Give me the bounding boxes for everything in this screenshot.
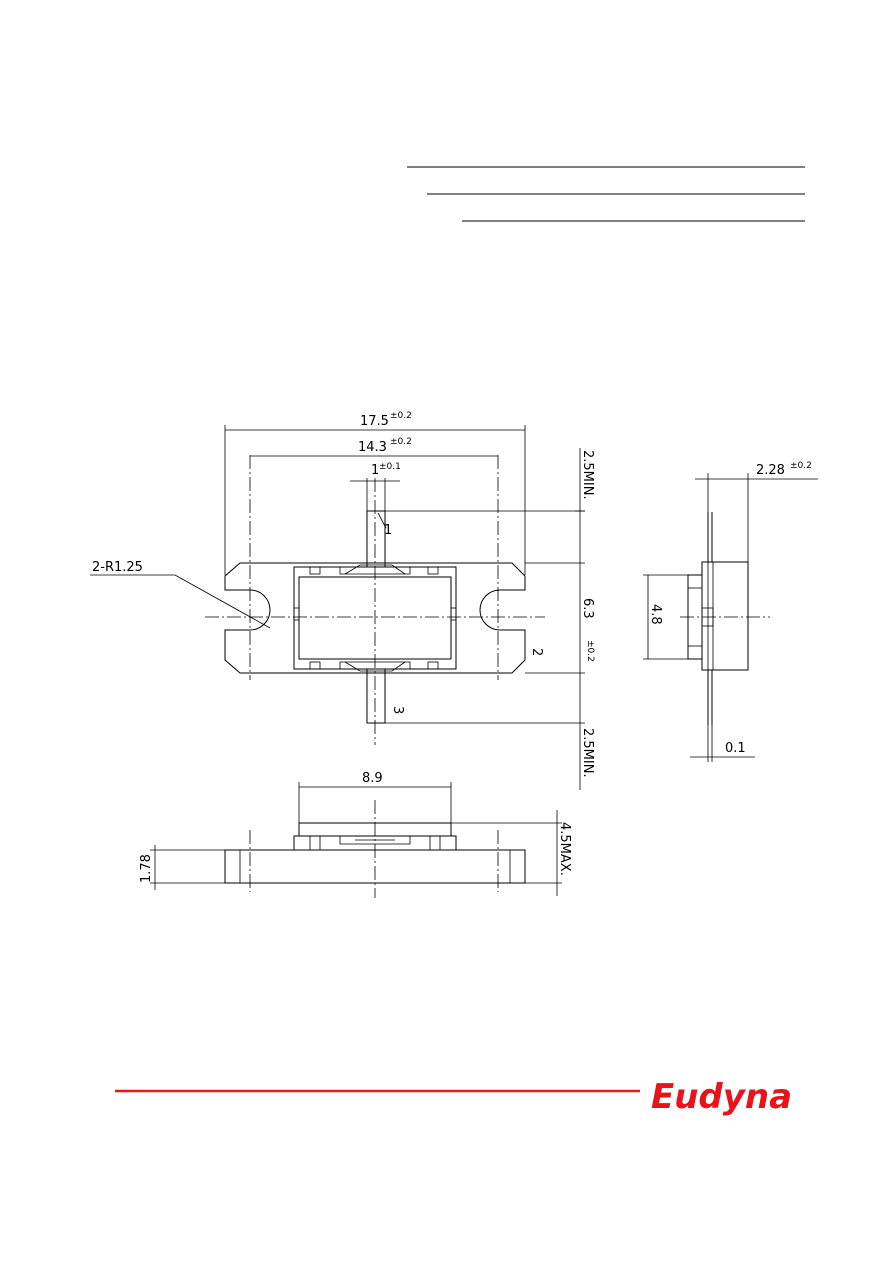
dim-body-width: 6.3 (580, 598, 595, 619)
pin-label-1: 1 (384, 523, 392, 538)
dim-side-thickness: 2.28 (756, 463, 785, 478)
dim-lead-thickness: 0.1 (725, 741, 746, 756)
pin-label-2: 2 (529, 648, 544, 656)
footer: Eudyna (115, 1077, 792, 1117)
top-view: 17.5 ±0.2 14.3 ±0.2 1 ±0.1 2.5MIN. 6.3 ±… (90, 411, 595, 790)
dim-max-height: 4.5MAX. (557, 822, 572, 876)
lead-top (366, 510, 386, 568)
dim-body-width-tol: ±0.2 (585, 640, 595, 662)
dim-overall-length-tol: ±0.2 (390, 411, 412, 421)
dim-cap-width: 8.9 (362, 771, 383, 786)
lead-bottom (366, 668, 386, 724)
flange-outline (224, 562, 526, 674)
side-view: 2.28 ±0.2 4.8 0.1 (643, 461, 818, 762)
header-rules (407, 166, 805, 222)
dim-lead-width: 1 (371, 463, 379, 478)
front-view: 8.9 4.5MAX. 1.78 (139, 771, 572, 898)
dim-radius: 2-R1.25 (92, 560, 143, 575)
dim-lead-len-bottom: 2.5MIN. (580, 728, 595, 778)
dim-hole-pitch: 14.3 (358, 440, 387, 455)
dim-lead-len-top: 2.5MIN. (580, 450, 595, 500)
dim-side-thickness-tol: ±0.2 (790, 461, 812, 471)
dim-lead-width-tol: ±0.1 (379, 462, 401, 472)
pin-label-3: 3 (390, 706, 405, 714)
dim-flange-thickness: 1.78 (139, 854, 154, 883)
dim-hole-pitch-tol: ±0.2 (390, 437, 412, 447)
dim-overall-length: 17.5 (360, 414, 389, 429)
eudyna-logo: Eudyna (651, 1077, 792, 1117)
dim-side-height: 4.8 (648, 604, 663, 625)
